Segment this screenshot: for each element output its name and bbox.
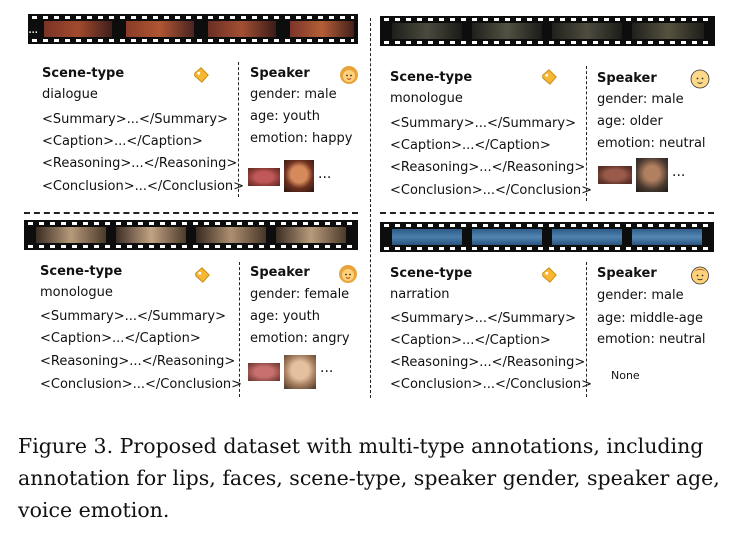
divider xyxy=(586,66,587,201)
divider xyxy=(239,262,240,397)
face-crop xyxy=(284,355,316,389)
divider xyxy=(586,262,587,397)
ellipsis: ... xyxy=(318,166,332,182)
reasoning-tag: <Reasoning>...</Reasoning> xyxy=(390,160,586,175)
video-frame xyxy=(290,21,354,37)
tag-icon xyxy=(195,267,210,283)
video-frame xyxy=(472,229,542,245)
figure-caption: Figure 3. Proposed dataset with multi-ty… xyxy=(18,434,720,522)
speaker-label: Speaker xyxy=(250,265,310,280)
video-frame xyxy=(552,229,622,245)
speaker-age: age: middle-age xyxy=(597,311,704,326)
video-frame xyxy=(44,21,112,37)
conclusion-tag: <Conclusion>...</Conclusion> xyxy=(42,179,245,194)
divider xyxy=(380,212,714,214)
conclusion-tag: <Conclusion>...</Conclusion> xyxy=(390,183,593,198)
ellipsis: ... xyxy=(28,22,38,37)
lip-crop xyxy=(248,168,280,186)
filmstrip xyxy=(380,16,715,46)
divider xyxy=(370,18,371,398)
scene-type-label: Scene-type xyxy=(40,264,123,279)
speaker-emotion: emotion: neutral xyxy=(597,136,706,151)
ellipsis: ... xyxy=(320,360,334,376)
conclusion-tag: <Conclusion>...</Conclusion> xyxy=(390,377,593,392)
old-man-emoji-icon xyxy=(690,69,710,89)
speaker-emotion: emotion: neutral xyxy=(597,332,706,347)
speaker-age: age: youth xyxy=(250,109,320,124)
scene-type-value: monologue xyxy=(390,91,463,106)
tag-icon xyxy=(542,267,557,283)
man-emoji-icon xyxy=(691,266,709,285)
caption-tag: <Caption>...</Caption> xyxy=(390,138,551,153)
video-frame xyxy=(196,227,266,243)
speaker-emotion: emotion: happy xyxy=(250,131,353,146)
summary-tag: <Summary>...</Summary> xyxy=(390,311,576,326)
speaker-gender: gender: female xyxy=(250,287,350,302)
video-frame xyxy=(116,227,186,243)
video-frame xyxy=(276,227,346,243)
lip-crop xyxy=(598,166,632,184)
speaker-age: age: youth xyxy=(250,309,320,324)
summary-tag: <Summary>...</Summary> xyxy=(42,112,228,127)
speaker-gender: gender: male xyxy=(250,87,337,102)
scene-type-value: monologue xyxy=(40,285,113,300)
speaker-label: Speaker xyxy=(597,266,657,281)
reasoning-tag: <Reasoning>...</Reasoning> xyxy=(42,156,238,171)
filmstrip xyxy=(28,14,358,44)
girl-emoji-icon xyxy=(339,265,357,283)
speaker-age: age: older xyxy=(597,114,663,129)
filmstrip xyxy=(24,220,358,250)
ellipsis: ... xyxy=(672,164,686,180)
tag-icon xyxy=(542,69,557,85)
lip-crop xyxy=(248,363,280,381)
scene-type-label: Scene-type xyxy=(390,70,473,85)
caption-tag: <Caption>...</Caption> xyxy=(42,134,203,149)
video-frame xyxy=(36,227,106,243)
video-frame xyxy=(392,229,462,245)
speaker-gender: gender: male xyxy=(597,92,684,107)
summary-tag: <Summary>...</Summary> xyxy=(40,309,226,324)
reasoning-tag: <Reasoning>...</Reasoning> xyxy=(390,355,586,370)
caption-tag: <Caption>...</Caption> xyxy=(390,333,551,348)
speaker-label: Speaker xyxy=(597,71,657,86)
scene-type-label: Scene-type xyxy=(42,66,125,81)
video-frame xyxy=(208,21,276,37)
girl-emoji-icon xyxy=(340,66,358,84)
reasoning-tag: <Reasoning>...</Reasoning> xyxy=(40,354,236,369)
video-frame xyxy=(632,229,702,245)
speaker-gender: gender: male xyxy=(597,288,684,303)
face-crop xyxy=(636,158,668,192)
scene-type-value: dialogue xyxy=(42,87,98,102)
speaker-emotion: emotion: angry xyxy=(250,331,350,346)
video-frame xyxy=(632,23,704,39)
speaker-label: Speaker xyxy=(250,66,310,81)
caption-tag: <Caption>...</Caption> xyxy=(40,331,201,346)
video-frame xyxy=(126,21,194,37)
video-frame xyxy=(552,23,622,39)
divider xyxy=(238,62,239,197)
summary-tag: <Summary>...</Summary> xyxy=(390,116,576,131)
scene-type-value: narration xyxy=(390,287,450,302)
face-crop xyxy=(284,160,314,192)
video-frame xyxy=(392,23,462,39)
tag-icon xyxy=(194,67,209,83)
video-frame xyxy=(472,23,542,39)
divider xyxy=(24,212,358,214)
filmstrip xyxy=(380,222,714,252)
scene-type-label: Scene-type xyxy=(390,266,473,281)
conclusion-tag: <Conclusion>...</Conclusion> xyxy=(40,377,243,392)
no-face-label: None xyxy=(611,369,640,382)
